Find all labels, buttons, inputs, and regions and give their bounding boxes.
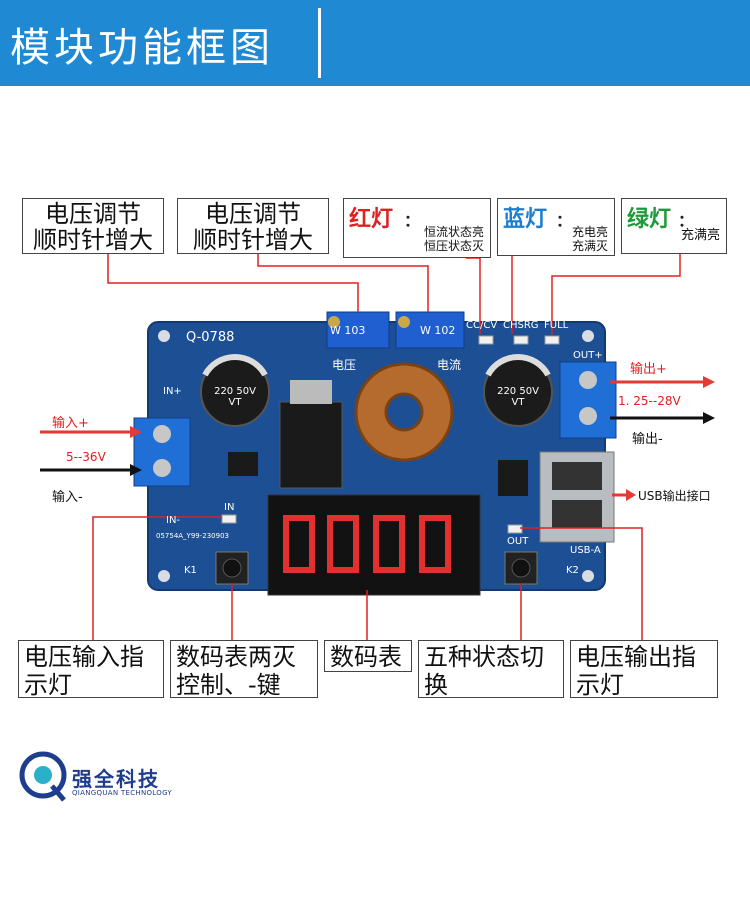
pot2-label: W 102 <box>420 324 456 337</box>
mount-hole <box>158 570 170 582</box>
callout-text-line1: 电压输出指 <box>576 643 696 671</box>
red-led-title: 红灯 <box>349 207 394 232</box>
callout-text-line1: 电压输入指 <box>24 643 144 671</box>
callout-output-led: 电压输出指 示灯 <box>570 640 718 699</box>
callout-display-buttons: 数码表两灭 控制、-键 <box>170 640 318 699</box>
pcb-label-current: 电流 <box>437 358 462 372</box>
callout-text-line2: 示灯 <box>24 671 72 699</box>
regulator-pins <box>290 380 332 404</box>
pcb-label-full: FULL <box>544 320 569 331</box>
pcb-label-cccv: CC/CV <box>466 320 498 331</box>
callout-display: 数码表 <box>324 640 412 672</box>
arrow-input-minus <box>40 464 142 476</box>
pot1-label: W 103 <box>330 324 366 337</box>
led-out <box>507 524 523 534</box>
pcb-label-out: OUT <box>507 536 529 547</box>
output-plus-label: 输出+ <box>630 362 667 377</box>
arrow-input-plus <box>40 426 142 438</box>
pcb-label-voltage: 电压 <box>332 358 357 372</box>
pcb-label-in: IN <box>224 502 235 513</box>
cap-right-text: 220 50V VT <box>497 386 539 408</box>
mount-hole <box>582 570 594 582</box>
callout-input-led: 电压输入指 示灯 <box>18 640 164 699</box>
red-led-line2: 恒压状态灭 <box>423 239 484 253</box>
callout-blue-led: 蓝灯 ： 充电亮 充满灭 <box>497 198 615 256</box>
callout-text-line2: 换 <box>424 671 448 699</box>
control-chip <box>498 460 528 496</box>
callout-text-line2: 顺时针增大 <box>193 226 313 254</box>
potentiometer-2 <box>395 311 465 349</box>
header-divider <box>318 8 321 78</box>
pcb-label-in-minus: IN- <box>166 515 181 526</box>
pcb-label-out-plus: OUT+ <box>573 350 603 361</box>
pcb-code: 05754A_Y99-230903 <box>156 532 229 540</box>
blue-led-line1: 充电亮 <box>571 225 608 239</box>
seven-seg-digits <box>283 515 451 573</box>
callout-pot-voltage-right: 电压调节 顺时针增大 <box>177 198 329 254</box>
callout-text-line1: 数码表 <box>330 643 402 671</box>
callout-text-line2: 顺时针增大 <box>33 226 153 254</box>
pcb-label-chsrg: CHSRG <box>503 320 539 331</box>
callout-text-line2: 控制、-键 <box>176 671 281 699</box>
input-plus-label: 输入+ <box>52 416 89 431</box>
input-minus-label: 输入- <box>52 490 83 505</box>
green-led-colon: ： <box>678 211 695 230</box>
pcb-model: Q-0788 <box>186 330 235 345</box>
led-full <box>544 335 560 345</box>
green-led-title: 绿灯 <box>627 207 672 232</box>
arrow-usb <box>612 489 636 501</box>
logo-name: 强全科技 <box>72 767 160 791</box>
logo-mark <box>19 751 67 799</box>
pcb-label-k2: K2 <box>566 565 579 576</box>
blue-led-title: 蓝灯 <box>503 207 548 232</box>
callout-text-line1: 五种状态切 <box>424 643 544 671</box>
diode <box>228 452 258 476</box>
logo-subtitle: QIANGQUAN TECHNOLOGY <box>72 789 173 797</box>
callout-text-line2: 示灯 <box>576 671 624 699</box>
usb-output-label: USB输出接口 <box>638 489 711 503</box>
output-minus-label: 输出- <box>632 432 663 447</box>
red-led-colon: ： <box>404 211 421 230</box>
green-led-line1: 充满亮 <box>680 228 720 243</box>
blue-led-line2: 充满灭 <box>571 239 608 253</box>
callout-green-led: 绿灯 ： 充满亮 <box>621 198 727 254</box>
pot-screw <box>398 316 410 328</box>
callout-text-line1: 电压调节 <box>45 200 141 228</box>
led-in <box>221 514 237 524</box>
header-banner: 模块功能框图 <box>0 0 750 86</box>
callout-text-line1: 数码表两灭 <box>176 643 296 671</box>
input-range-label: 5--36V <box>66 450 106 464</box>
callout-lines <box>92 253 681 640</box>
page-title: 模块功能框图 <box>10 25 274 71</box>
cap-left-text: 220 50V VT <box>214 386 256 408</box>
led-cccv <box>478 335 494 345</box>
led-chsrg <box>513 335 529 345</box>
callout-status-switch: 五种状态切 换 <box>418 640 564 699</box>
callout-pot-voltage-left: 电压调节 顺时针增大 <box>22 198 164 254</box>
pcb-label-in-plus: IN+ <box>163 386 182 397</box>
blue-led-colon: ： <box>556 211 573 230</box>
pcb-label-k1: K1 <box>184 565 197 576</box>
arrow-output-minus <box>610 412 715 424</box>
mount-hole <box>158 330 170 342</box>
pcb-label-usb-a: USB-A <box>570 545 601 556</box>
callout-text-line1: 电压调节 <box>205 200 301 228</box>
red-led-line1: 恒流状态亮 <box>423 225 484 239</box>
regulator-ic <box>279 401 343 489</box>
arrow-output-plus <box>610 376 715 388</box>
pot-screw <box>328 316 340 328</box>
output-range-label: 1. 25--28V <box>618 394 681 408</box>
callout-red-led: 红灯 ： 恒流状态亮 恒压状态灭 <box>343 198 491 258</box>
mount-hole <box>582 330 594 342</box>
